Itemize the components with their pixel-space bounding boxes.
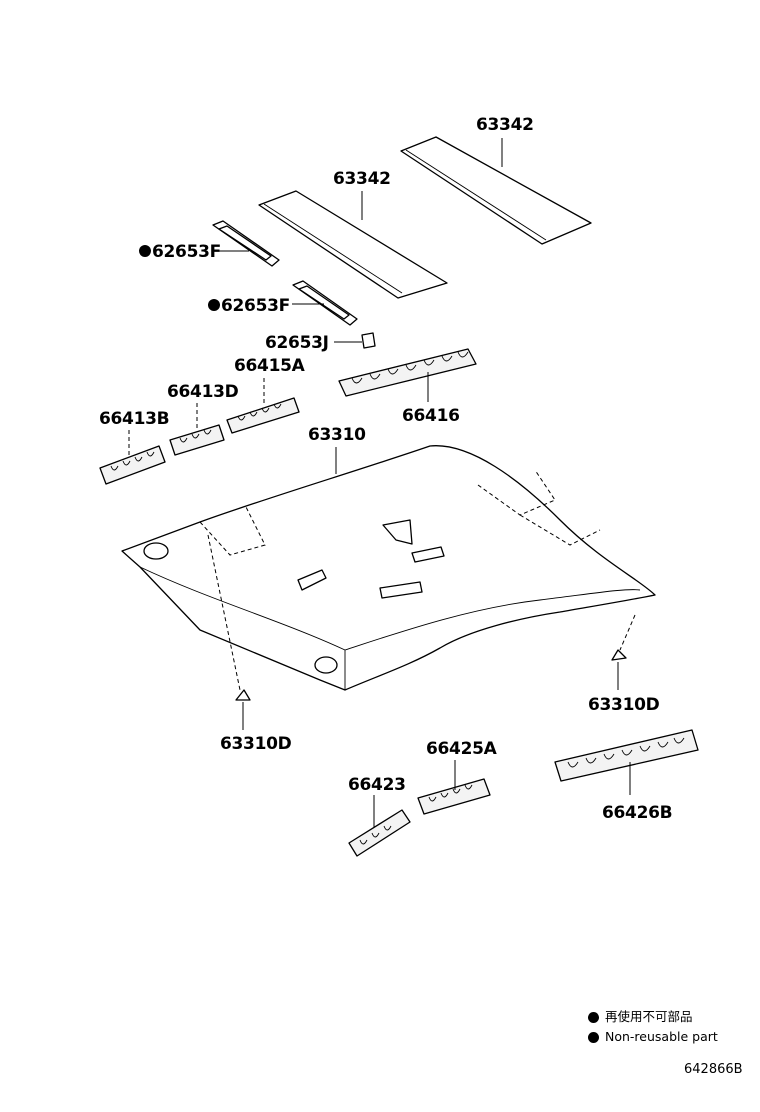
diagram-code: 642866B [684, 1062, 743, 1077]
label-66413b: 66413B [99, 409, 169, 429]
clip-63310d-right [611, 614, 636, 690]
clip-62653j [334, 332, 376, 349]
pad-66426b [554, 729, 699, 795]
legend-row-en: Non-reusable part [588, 1027, 718, 1047]
bullet-dot-icon [588, 1031, 599, 1043]
clip-62653f-lower [292, 280, 358, 326]
label-66413d: 66413D [167, 382, 239, 402]
pad-66413d [169, 403, 225, 456]
label-63310d-left: 63310D [220, 734, 292, 754]
label-63342-rear: 63342 [476, 115, 534, 135]
pad-66423 [348, 795, 411, 857]
non-reusable-dot-1 [139, 245, 151, 257]
label-62653f-upper: 62653F [152, 242, 221, 262]
clip-63310d-left [207, 534, 251, 730]
roof-panel-rear [400, 136, 592, 245]
headliner-63310 [121, 445, 656, 691]
non-reusable-dot-2 [208, 299, 220, 311]
label-62653f-lower: 62653F [221, 296, 290, 316]
label-66426b: 66426B [602, 803, 672, 823]
label-66425a: 66425A [426, 739, 498, 759]
label-62653j: 62653J [265, 333, 329, 353]
legend-text-en: Non-reusable part [605, 1029, 718, 1044]
label-66416: 66416 [402, 406, 460, 426]
pad-66416 [338, 348, 477, 402]
clip-62653f-upper [212, 220, 280, 267]
pad-66415a [226, 378, 300, 434]
legend-row-jp: 再使用不可部品 [588, 1007, 718, 1027]
label-63310d-right: 63310D [588, 695, 660, 715]
pad-66425a [417, 760, 491, 815]
pad-66413b [99, 430, 166, 485]
label-66423: 66423 [348, 775, 406, 795]
bullet-dot-icon [588, 1011, 599, 1023]
label-66415a: 66415A [234, 356, 306, 376]
label-63310: 63310 [308, 425, 366, 445]
legend-text-jp: 再使用不可部品 [605, 1009, 693, 1024]
roof-panel-front [258, 190, 448, 299]
label-63342-front: 63342 [333, 169, 391, 189]
legend: 再使用不可部品 Non-reusable part [588, 1007, 718, 1047]
